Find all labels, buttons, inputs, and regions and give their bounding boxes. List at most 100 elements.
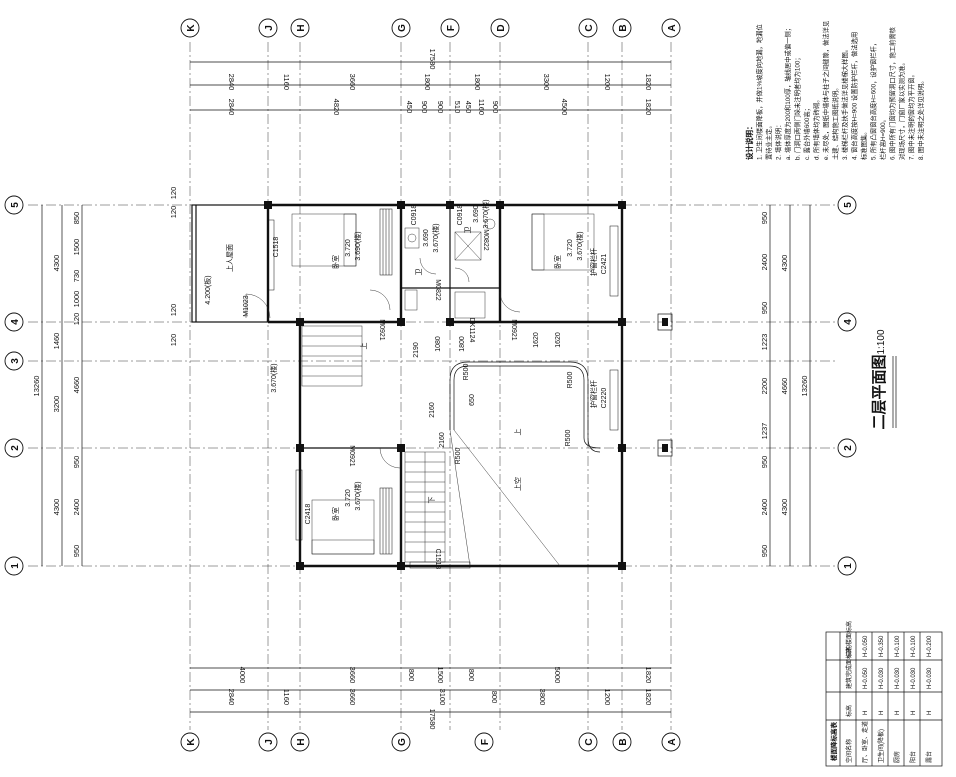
axis-label-top-6: C xyxy=(584,24,595,31)
drawing-title: 二层平面图 xyxy=(871,354,888,429)
dim-left-inner-4: 120 xyxy=(72,313,81,326)
axis-label-bottom-3: G xyxy=(397,738,408,746)
dim-left-extra-1: 120 xyxy=(169,206,178,219)
dim-right-inner-8: 950 xyxy=(760,545,769,558)
axis-label-top-4: F xyxy=(446,25,457,31)
axis-label-bottom-8: A xyxy=(667,738,678,745)
tag-2190: 2190 xyxy=(413,342,420,358)
axis-bubbles-bottom: K J H G F C B A xyxy=(180,732,681,752)
design-notes: 设计说明： 1. 卫生间楼面降板，并做1%坡度向地漏，地漏位 置待业主定。 2.… xyxy=(744,21,925,160)
dim-bot-r2-6: 1200 xyxy=(603,689,612,706)
axis-num-left-3: 2 xyxy=(10,445,21,451)
axis-label-top-0: K xyxy=(186,24,197,32)
table-r0-c2: H-0.050 xyxy=(863,667,869,689)
tag-m0921-b: M0921 xyxy=(510,319,517,341)
table-r2-c3: H-0.100 xyxy=(895,635,901,657)
axis-label-top-1: J xyxy=(264,25,275,31)
dim-right-outer-2: 4300 xyxy=(780,499,789,516)
dim-bot-r2-5: 3800 xyxy=(538,689,547,706)
dim-bot-r2-4: 800 xyxy=(490,691,499,704)
window-openings xyxy=(267,208,619,569)
dim-left-inner-6: 950 xyxy=(72,456,81,469)
table-r3-c0: 阳台 xyxy=(909,751,917,763)
room-labels: 上人屋面 4.200(板) 卧室 3.720 3.690(楼) 卫 3.690 … xyxy=(203,199,584,521)
table-r3-c1: H xyxy=(911,711,917,715)
notes-heading: 设计说明： xyxy=(744,123,754,161)
notes-line-13: 栏杆高H=900。 xyxy=(878,116,887,160)
drawing-scale: 1:100 xyxy=(876,329,887,354)
dim-right-inner-0: 950 xyxy=(760,212,769,225)
dim-top-total: 17580 xyxy=(428,49,437,70)
axis-num-left-2: 3 xyxy=(10,358,21,364)
dim-top-r2-0: 2840 xyxy=(227,99,236,116)
axis-label-bottom-0: K xyxy=(186,738,197,746)
axis-label-bottom-4: F xyxy=(480,739,491,745)
opening-tags: C1518 C0918 C0918 C2421 C2220 C2418 C151… xyxy=(243,205,608,570)
dim-bot-r2-3: 3100 xyxy=(438,689,447,706)
table-r2-c0: 厨房 xyxy=(893,751,901,763)
axis-label-top-3: G xyxy=(397,24,408,32)
table-col-1: 标高 xyxy=(845,705,853,717)
axis-bubbles-left: 5 4 3 2 1 xyxy=(4,195,24,576)
letter-axis-lines xyxy=(189,42,672,730)
dim-top-r2-4: 900 xyxy=(436,101,445,114)
structural-columns xyxy=(264,201,626,570)
bottom-dimension-text: 4000 3660 800 1500 800 5000 1820 2840 11… xyxy=(227,667,653,730)
dim-top-r1-0: 2840 xyxy=(227,74,236,91)
exterior-pilasters xyxy=(657,313,673,457)
dim-bot-r1-5: 5000 xyxy=(553,667,562,684)
dim-right-total: 13260 xyxy=(800,376,809,397)
tag-m0822-b: M0822 xyxy=(482,229,489,251)
dim-right-inner-1: 2400 xyxy=(760,254,769,271)
room-sub-bedroom-2: 3.670(楼) xyxy=(575,231,584,260)
notes-line-14: 6. 图中所有门窗均为预留洞口尺寸，施工前需核 xyxy=(888,26,897,160)
dim-top-r2-7: 1160 xyxy=(477,99,486,115)
tag-1620-b: 1620 xyxy=(555,332,562,348)
interior-walls xyxy=(268,205,622,566)
dim-top-r1-1: 1160 xyxy=(282,74,291,90)
room-elev-bedroom-3: 3.720 xyxy=(345,489,352,507)
room-label-void: 上空 xyxy=(513,477,522,491)
axis-label-top-7: B xyxy=(618,24,629,31)
axis-num-right-0: 5 xyxy=(843,202,854,208)
tag-m1023: M1023 xyxy=(243,295,250,317)
tag-c0918-a: C0918 xyxy=(411,205,418,226)
room-label-roof-terrace: 上人屋面 xyxy=(225,244,234,272)
tag-2160-a: 2160 xyxy=(429,402,436,418)
elevation-table: 楼面降标高表 空间名称 标高 建筑完成面标高 结构楼面标高 厅、卧室、走道 H … xyxy=(825,621,943,767)
notes-line-3: a. 墙体厚度为200和100厚，轴线居中或偏一侧； xyxy=(783,25,792,160)
dim-top-r2-5: 510 xyxy=(453,101,462,114)
dim-bot-r1-0: 4000 xyxy=(238,667,247,684)
tag-m0822-a: M0822 xyxy=(434,279,441,301)
table-r1-c2: H-0.030 xyxy=(879,667,885,689)
room-elev-bedroom-1: 3.720 xyxy=(345,239,352,257)
dim-bot-r2-7: 1820 xyxy=(644,689,653,706)
dim-top-r1-4: 1800 xyxy=(473,74,482,91)
room-elev-bedroom-2: 3.720 xyxy=(567,239,574,257)
dim-top-r2-3: 900 xyxy=(420,101,429,114)
tag-up-1: 上 xyxy=(359,343,368,350)
left-dimension-text: 13260 4300 1460 3200 4300 850 1500 730 1… xyxy=(32,187,178,558)
notes-line-1: 置待业主定。 xyxy=(764,122,773,160)
axis-label-top-2: H xyxy=(296,24,307,31)
room-elev-bath-2: 3.690 xyxy=(473,205,480,223)
table-r4-c0: 露台 xyxy=(925,751,933,763)
dim-right-inner-7: 2400 xyxy=(760,499,769,516)
axis-label-bottom-7: B xyxy=(618,738,629,745)
bed-furniture xyxy=(291,213,595,555)
notes-line-4: b. 门洞口两侧门垛未注明者均为100； xyxy=(793,54,802,160)
dim-left-extra-2: 120 xyxy=(169,304,178,317)
tag-c2418: C2418 xyxy=(305,504,312,525)
right-dimension-lines xyxy=(769,205,811,566)
dim-bot-r1-3: 1500 xyxy=(436,667,445,684)
room-sub-bedroom-3: 3.670(楼) xyxy=(353,481,362,510)
table-r1-c1: H xyxy=(879,711,885,715)
room-sub-bedroom-1: 3.690(楼) xyxy=(353,231,362,260)
dim-left-extra-0: 120 xyxy=(169,187,178,200)
dim-left-inner-1: 1500 xyxy=(72,239,81,256)
dim-left-inner-3: 1000 xyxy=(72,291,81,308)
dim-top-r1-5: 3300 xyxy=(542,74,551,91)
dim-top-r1-3: 1800 xyxy=(423,74,432,91)
tag-dk1124: DK1124 xyxy=(468,318,475,343)
